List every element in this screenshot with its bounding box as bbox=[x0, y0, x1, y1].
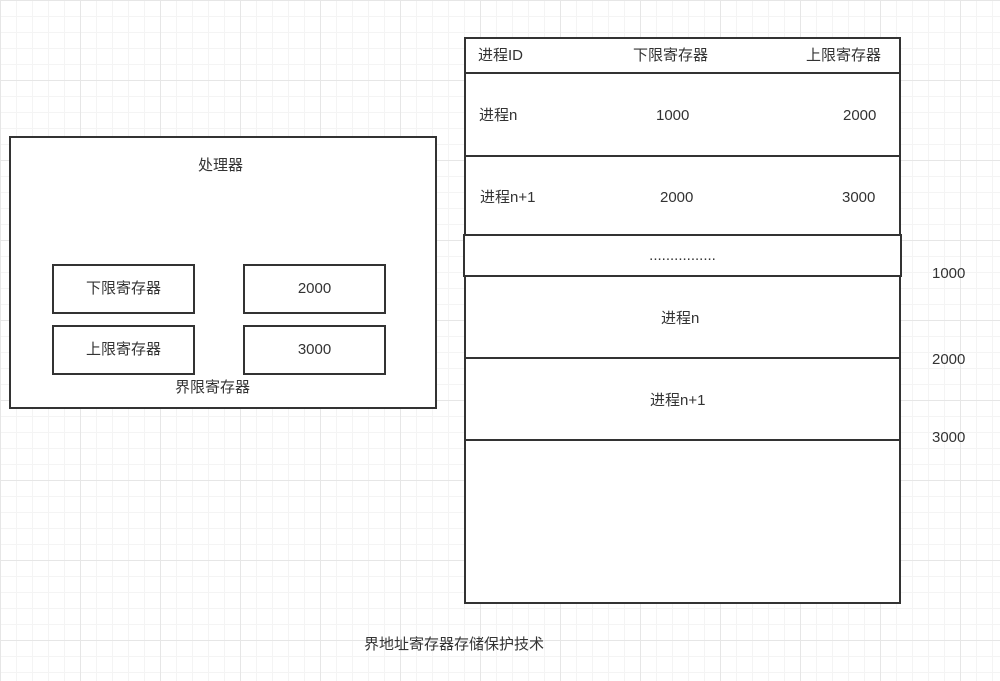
upper-bound-label-box: 上限寄存器 bbox=[52, 325, 195, 375]
segment-process-n-plus-1: 进程n+1 bbox=[650, 392, 706, 409]
lower-bound-value: 2000 bbox=[297, 280, 332, 297]
address-2000: 2000 bbox=[932, 351, 966, 368]
upper-bound-value-box: 3000 bbox=[243, 325, 386, 375]
header-lower-bound: 下限寄存器 bbox=[633, 47, 709, 64]
row-2-lower: 2000 bbox=[660, 189, 694, 206]
divider bbox=[464, 72, 901, 74]
memory-column bbox=[464, 37, 901, 604]
lower-bound-value-box: 2000 bbox=[243, 264, 386, 314]
divider bbox=[464, 439, 901, 441]
address-3000: 3000 bbox=[932, 429, 966, 446]
lower-bound-label-box: 下限寄存器 bbox=[52, 264, 195, 314]
address-1000: 1000 bbox=[932, 265, 966, 282]
header-upper-bound: 上限寄存器 bbox=[806, 47, 882, 64]
header-process-id: 进程ID bbox=[478, 47, 524, 64]
processor-title: 处理器 bbox=[198, 157, 244, 174]
ellipsis-box: ................ bbox=[463, 234, 902, 277]
upper-bound-value: 3000 bbox=[297, 341, 332, 358]
row-2-upper: 3000 bbox=[842, 189, 876, 206]
row-2-process: 进程n+1 bbox=[480, 189, 536, 206]
divider bbox=[464, 357, 901, 359]
row-1-upper: 2000 bbox=[843, 107, 877, 124]
lower-bound-label: 下限寄存器 bbox=[85, 280, 161, 297]
ellipsis-text: ................ bbox=[649, 246, 716, 264]
row-1-lower: 1000 bbox=[656, 107, 690, 124]
row-1-process: 进程n bbox=[479, 107, 518, 124]
diagram-caption: 界地址寄存器存储保护技术 bbox=[364, 636, 545, 653]
divider bbox=[464, 155, 901, 157]
upper-bound-label: 上限寄存器 bbox=[85, 341, 161, 358]
segment-process-n: 进程n bbox=[661, 310, 700, 327]
bounds-register-caption: 界限寄存器 bbox=[175, 379, 251, 396]
